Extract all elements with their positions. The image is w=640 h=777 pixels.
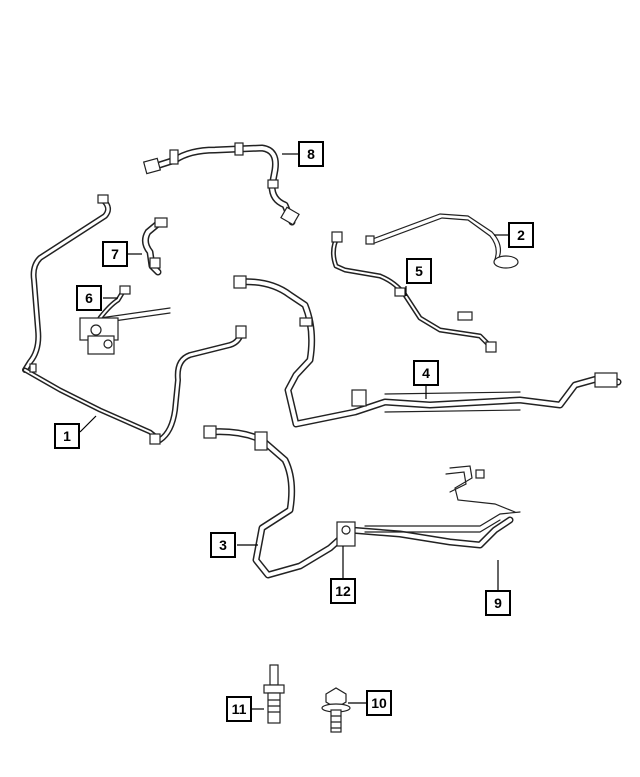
bracket-part-12[interactable]: [336, 521, 356, 547]
stud-part-11[interactable]: [263, 664, 285, 724]
callout-8[interactable]: 8: [298, 141, 324, 167]
hose-part-5[interactable]: [330, 231, 497, 353]
callout-6[interactable]: 6: [76, 285, 102, 311]
callout-1[interactable]: 1: [54, 423, 80, 449]
line-part-1[interactable]: [22, 194, 247, 445]
bolt-part-10[interactable]: [321, 687, 351, 733]
valve-part-6[interactable]: [79, 285, 171, 355]
callout-4[interactable]: 4: [413, 360, 439, 386]
callout-7[interactable]: 7: [102, 241, 128, 267]
callout-11[interactable]: 11: [226, 696, 252, 722]
callout-12[interactable]: 12: [330, 578, 356, 604]
hose-part-8[interactable]: [142, 142, 300, 226]
callout-5[interactable]: 5: [406, 258, 432, 284]
callout-3[interactable]: 3: [210, 532, 236, 558]
leader-lines: [79, 153, 508, 710]
line-part-4[interactable]: [233, 275, 622, 428]
hose-part-7[interactable]: [141, 217, 168, 276]
line-part-9[interactable]: [364, 465, 521, 533]
callout-2[interactable]: 2: [508, 222, 534, 248]
line-part-2[interactable]: [365, 213, 519, 269]
callout-10[interactable]: 10: [366, 690, 392, 716]
callout-9[interactable]: 9: [485, 590, 511, 616]
